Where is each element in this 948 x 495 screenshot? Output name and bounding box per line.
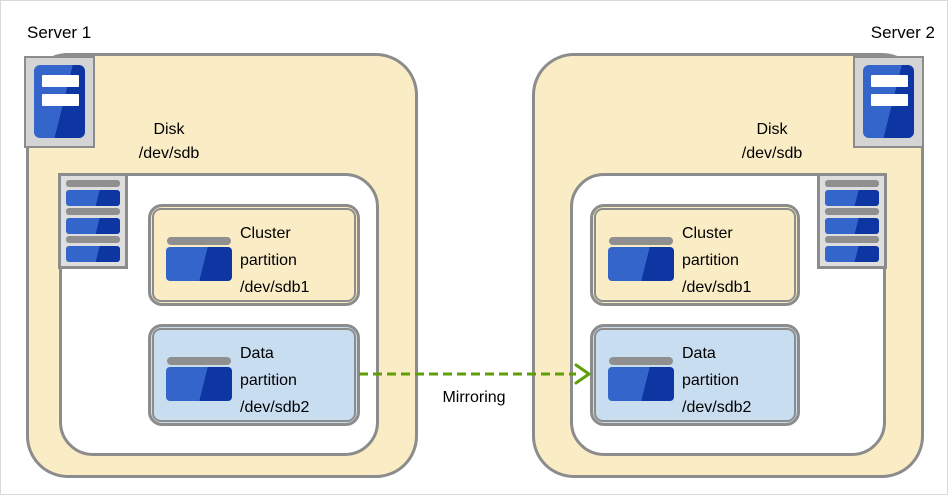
mirroring-label: Mirroring <box>442 389 506 406</box>
partition-device: /dev/sdb2 <box>682 399 752 416</box>
server-icon <box>24 56 95 148</box>
server2-label: Server 2 <box>870 23 935 42</box>
mirroring-arrow <box>359 363 591 385</box>
partition-icon <box>608 357 674 401</box>
disk-label: Disk /dev/sdb <box>109 118 229 166</box>
disk-name-label: Disk <box>756 121 788 138</box>
partition-title: Data <box>682 345 716 362</box>
partition-device: /dev/sdb2 <box>240 399 310 416</box>
partition-device: /dev/sdb1 <box>682 279 752 296</box>
partition-subtitle: partition <box>682 252 739 269</box>
disk-label: Disk /dev/sdb <box>712 118 832 166</box>
partition-icon <box>166 357 232 401</box>
disk-stack-icon <box>58 173 128 269</box>
data-partition-box: Data partition /dev/sdb2 <box>590 324 800 426</box>
cluster-partition-box: Cluster partition /dev/sdb1 <box>590 204 800 306</box>
partition-icon <box>608 237 674 281</box>
disk-device-label: /dev/sdb <box>741 145 803 162</box>
partition-title: Cluster <box>240 225 291 242</box>
server1-label: Server 1 <box>27 23 92 42</box>
partition-title: Cluster <box>682 225 733 242</box>
disk-stack-icon <box>817 173 887 269</box>
partition-subtitle: partition <box>240 372 297 389</box>
partition-device: /dev/sdb1 <box>240 279 310 296</box>
partition-subtitle: partition <box>240 252 297 269</box>
partition-subtitle: partition <box>682 372 739 389</box>
cluster-partition-box: Cluster partition /dev/sdb1 <box>148 204 360 306</box>
partition-icon <box>166 237 232 281</box>
partition-title: Data <box>240 345 274 362</box>
data-partition-box: Data partition /dev/sdb2 <box>148 324 360 426</box>
server-icon <box>853 56 924 148</box>
disk-device-label: /dev/sdb <box>138 145 200 162</box>
disk-name-label: Disk <box>153 121 185 138</box>
